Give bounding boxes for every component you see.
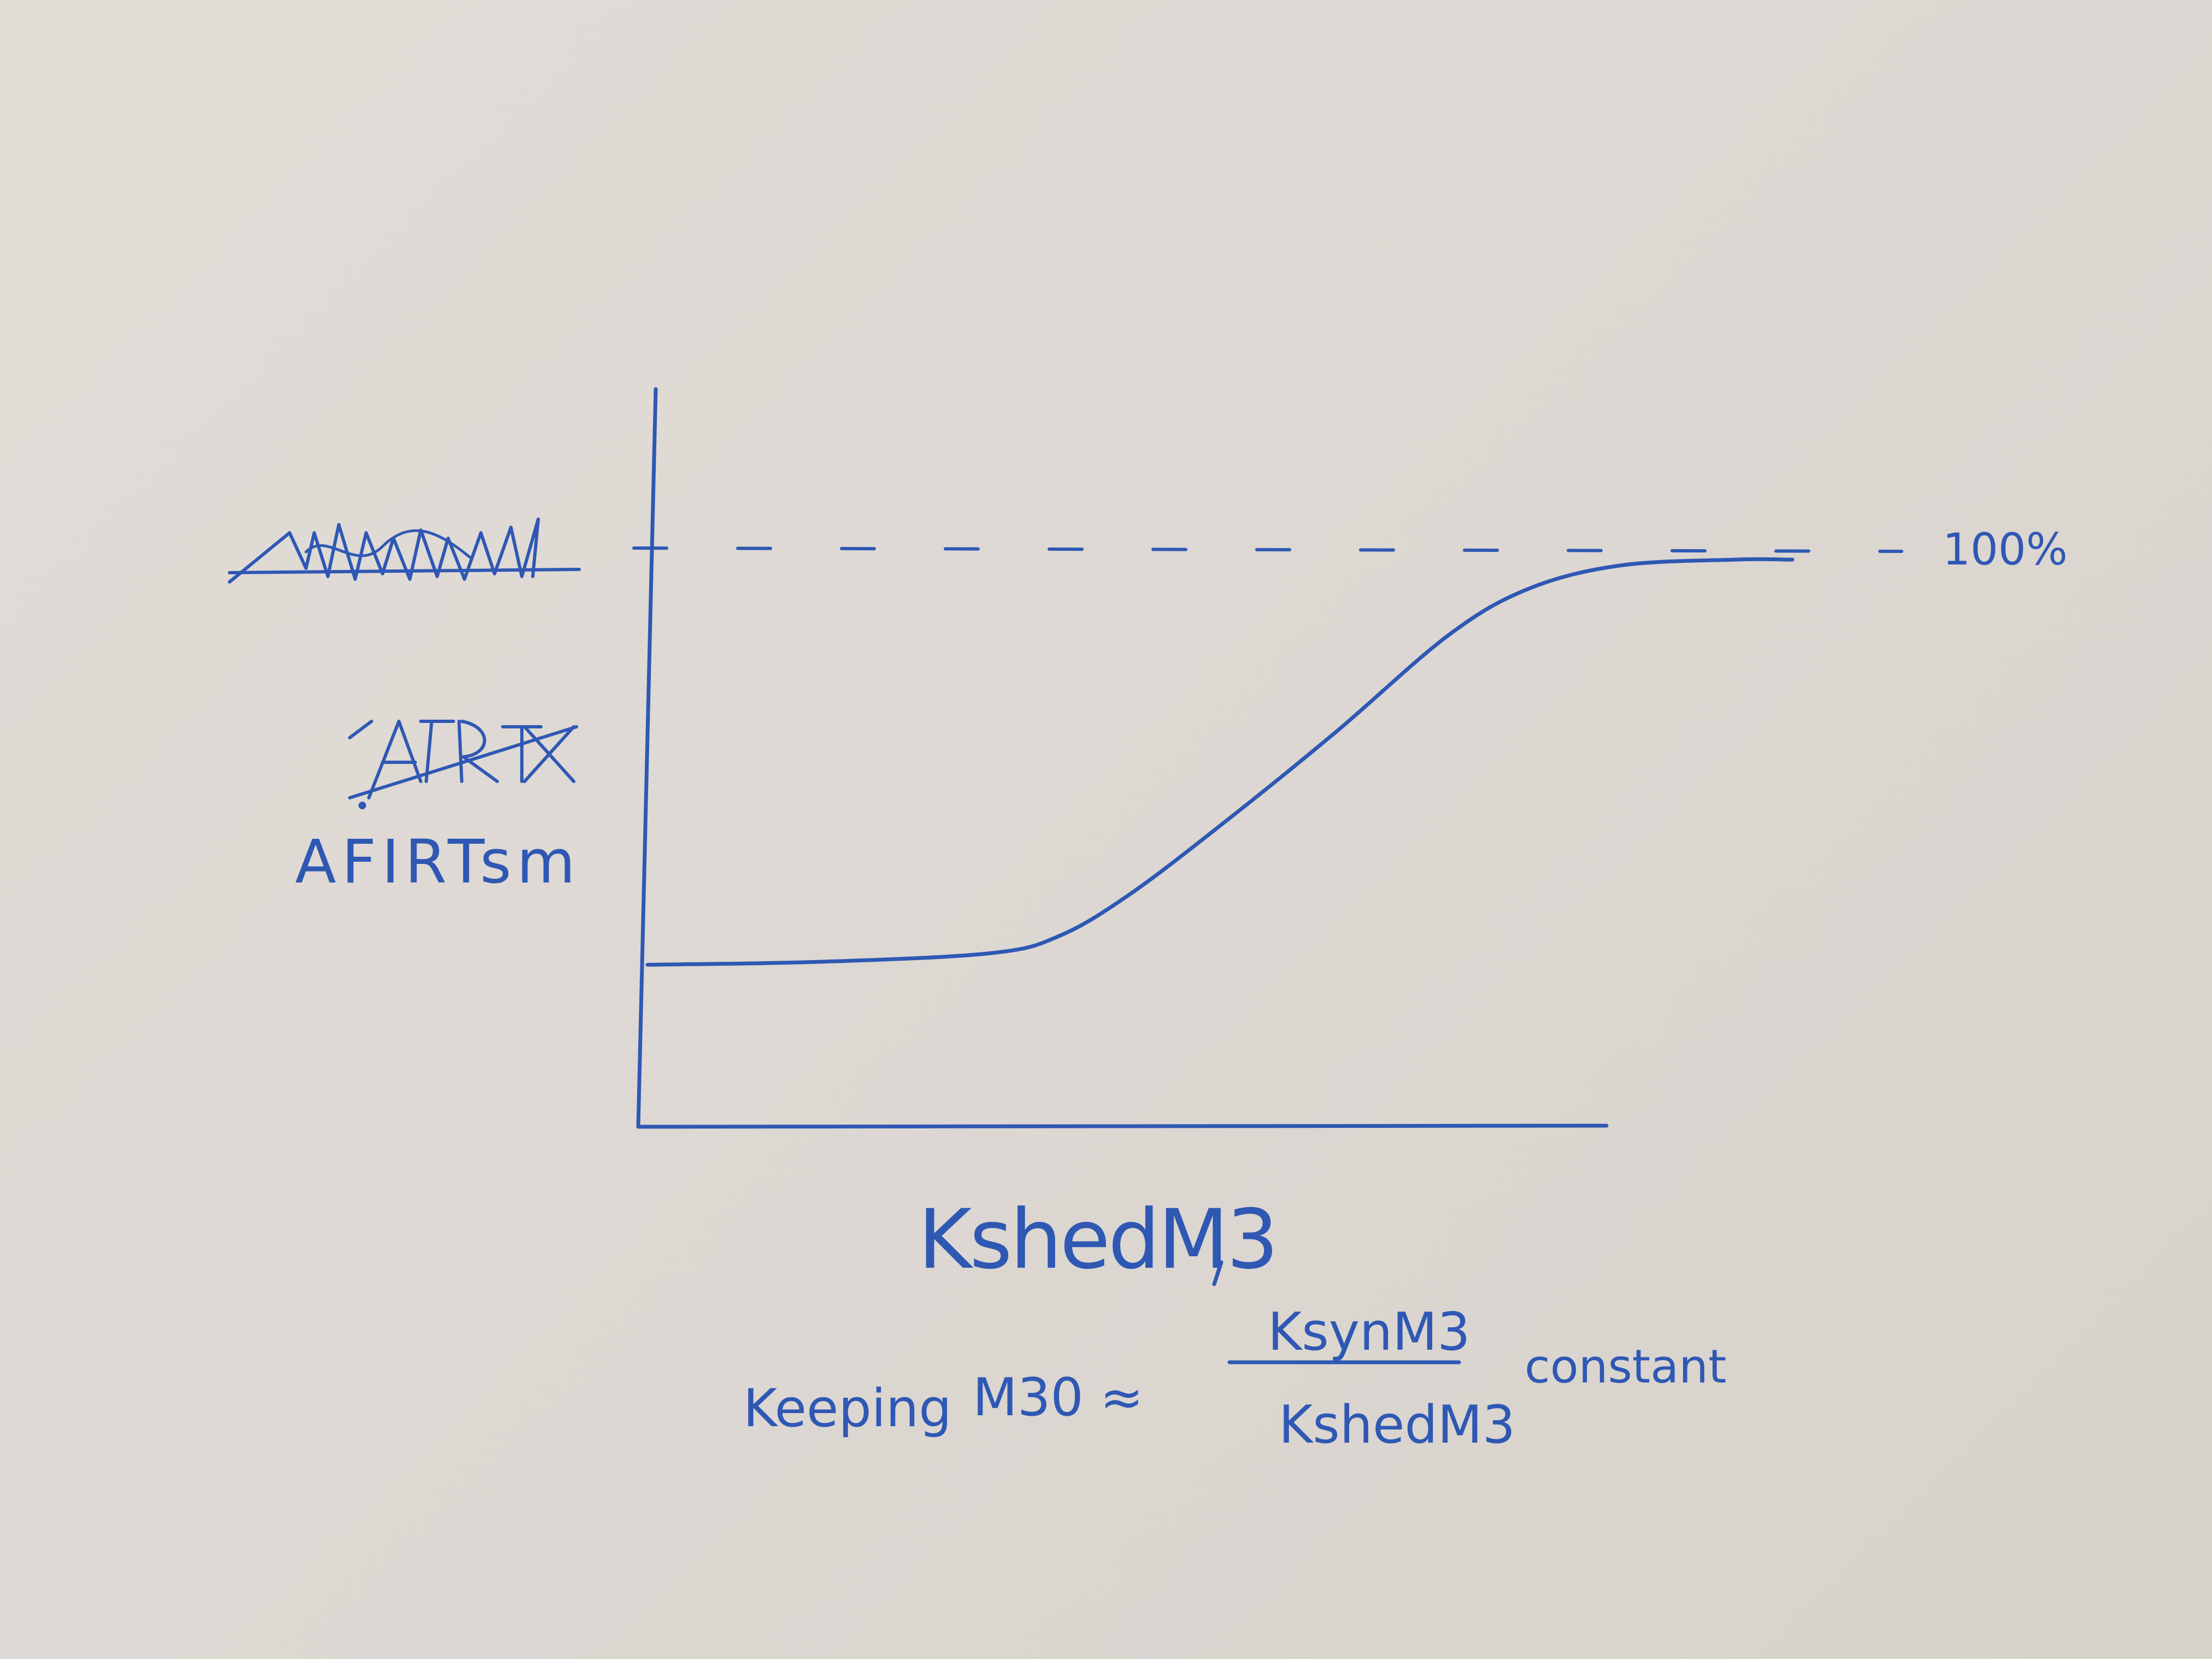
y-axis-label: AFIRTsm <box>295 827 581 897</box>
reference-line-100 <box>632 546 1903 553</box>
note-symbol: M30 ≈ <box>973 1368 1144 1428</box>
reference-line-label: 100% <box>1943 524 2068 575</box>
crossed-out-label-top <box>228 517 581 584</box>
note-denominator: KshedM3 <box>1279 1395 1515 1455</box>
comma-mark <box>1212 1260 1223 1286</box>
note-suffix: constant <box>1525 1340 1727 1394</box>
x-axis-note: Keeping M30 ≈ KsynM3 KshedM3 constant <box>743 1302 1727 1455</box>
x-axis-line <box>636 1123 1609 1129</box>
series-curve <box>645 557 1795 967</box>
x-axis-label: KshedM3 <box>918 1192 1276 1287</box>
note-numerator: KsynM3 <box>1268 1302 1470 1362</box>
crossed-out-label-middle <box>348 720 578 809</box>
note-prefix: Keeping <box>743 1379 952 1439</box>
y-axis-line <box>636 387 658 1129</box>
